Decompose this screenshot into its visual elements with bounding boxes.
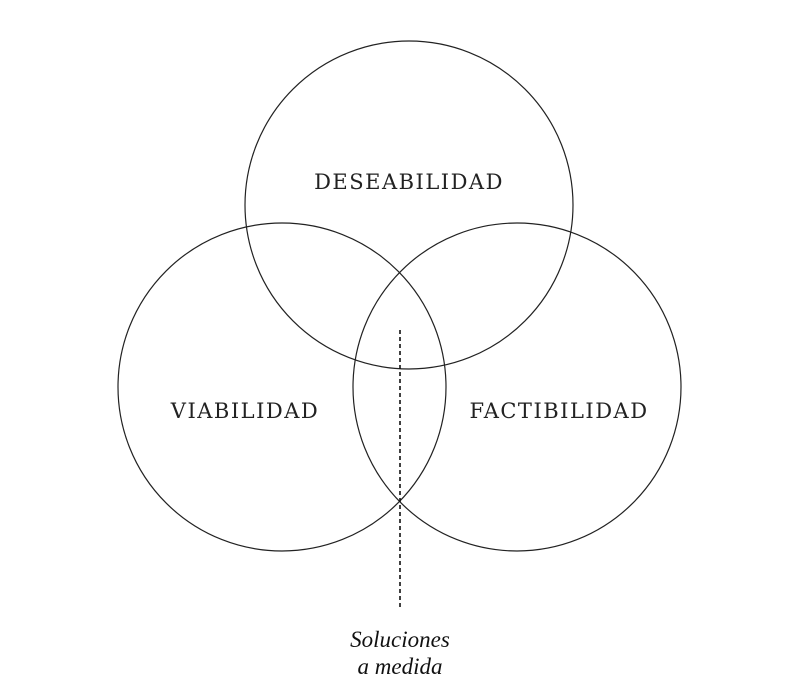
- circle-factibilidad: [352, 222, 682, 552]
- label-factibilidad: FACTIBILIDAD: [469, 399, 648, 423]
- label-viabilidad: VIABILIDAD: [170, 399, 319, 423]
- caption-line-2: a medida: [358, 654, 443, 679]
- caption-line-1: Soluciones: [350, 627, 450, 652]
- circle-viabilidad: [117, 222, 447, 552]
- circle-deseabilidad: [244, 40, 574, 370]
- label-deseabilidad: DESEABILIDAD: [314, 170, 504, 194]
